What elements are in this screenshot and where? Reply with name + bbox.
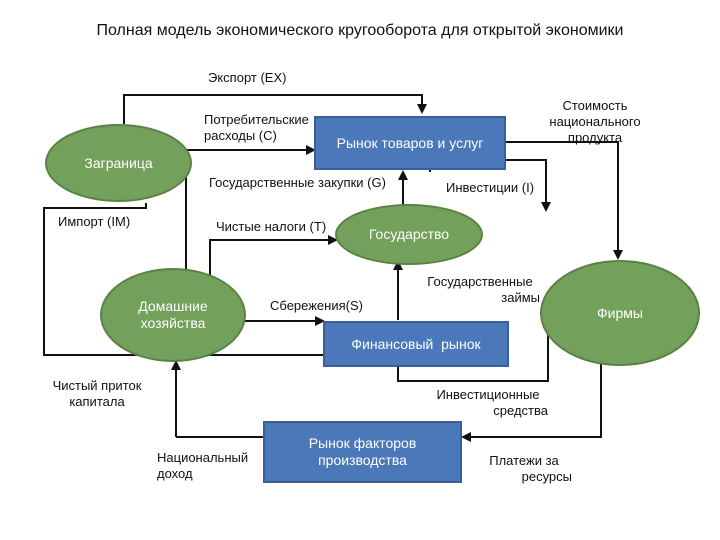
investment-funds-line2: средства xyxy=(493,403,548,418)
gdp-value-label: Стоимость национального продукта xyxy=(540,98,650,146)
resource-payments-line1: Платежи за xyxy=(489,453,559,468)
gdp-value-arrow xyxy=(506,141,623,260)
households-node: Домашние хозяйства xyxy=(100,268,246,362)
resource-payments-arrow xyxy=(461,349,602,442)
factor-market-label-line1: Рынок факторов xyxy=(308,435,417,451)
net-taxes-label: Чистые налоги (T) xyxy=(216,219,327,234)
gdp-value-line1: Стоимость xyxy=(562,98,628,113)
gov-loans-line1: Государственные xyxy=(427,274,533,289)
investment-funds-arrow xyxy=(397,318,553,382)
resource-payments-label: Платежи за ресурсы xyxy=(476,453,572,485)
capital-inflow-label: Чистый приток капитала xyxy=(44,378,150,410)
gdp-value-line3: продукта xyxy=(567,130,623,145)
gdp-value-line2: национального xyxy=(549,114,641,129)
goods-market-node: Рынок товаров и услуг xyxy=(314,116,506,170)
goods-market-label: Рынок товаров и услуг xyxy=(336,134,484,151)
consumer-spending-line1: Потребительские xyxy=(204,112,309,127)
firms-label: Фирмы xyxy=(597,304,643,321)
investments-label: Инвестиции (I) xyxy=(446,180,535,195)
factor-market-node: Рынок факторов производства xyxy=(263,421,462,483)
export-label: Экспорт (EX) xyxy=(208,70,287,85)
financial-market-node: Финансовый рынок xyxy=(323,321,509,367)
capital-inflow-line2: капитала xyxy=(69,394,125,409)
investment-funds-line1: Инвестиционные xyxy=(436,387,540,402)
diagram-title: Полная модель экономического кругооборот… xyxy=(96,22,624,39)
gov-loans-label: Государственные займы xyxy=(420,274,540,306)
households-label-line1: Домашние xyxy=(138,298,208,314)
state-node: Государство xyxy=(335,204,483,265)
consumer-spending-arrow xyxy=(185,145,316,271)
national-income-label: Национальный доход xyxy=(157,450,248,482)
consumer-spending-label: Потребительские расходы (C) xyxy=(204,112,309,144)
savings-label: Сбережения(S) xyxy=(270,298,363,313)
gov-loans-line2: займы xyxy=(501,290,540,305)
import-label: Импорт (IM) xyxy=(58,214,131,229)
factor-market-label-line2: производства xyxy=(318,452,407,468)
state-label: Государство xyxy=(368,226,450,242)
abroad-node: Заграница xyxy=(45,124,192,202)
gov-purchases-label: Государственные закупки (G) xyxy=(209,175,386,190)
financial-market-label: Финансовый рынок xyxy=(351,335,481,352)
capital-inflow-line1: Чистый приток xyxy=(52,378,142,393)
abroad-label: Заграница xyxy=(84,154,153,171)
resource-payments-line2: ресурсы xyxy=(521,469,572,484)
export-arrow xyxy=(123,94,427,124)
national-income-line2: доход xyxy=(157,466,193,481)
national-income-line1: Национальный xyxy=(157,450,249,465)
consumer-spending-line2: расходы (C) xyxy=(204,128,277,143)
households-label-line2: хозяйства xyxy=(140,315,206,331)
investment-funds-label: Инвестиционные средства xyxy=(428,387,548,419)
firms-node: Фирмы xyxy=(540,260,700,366)
